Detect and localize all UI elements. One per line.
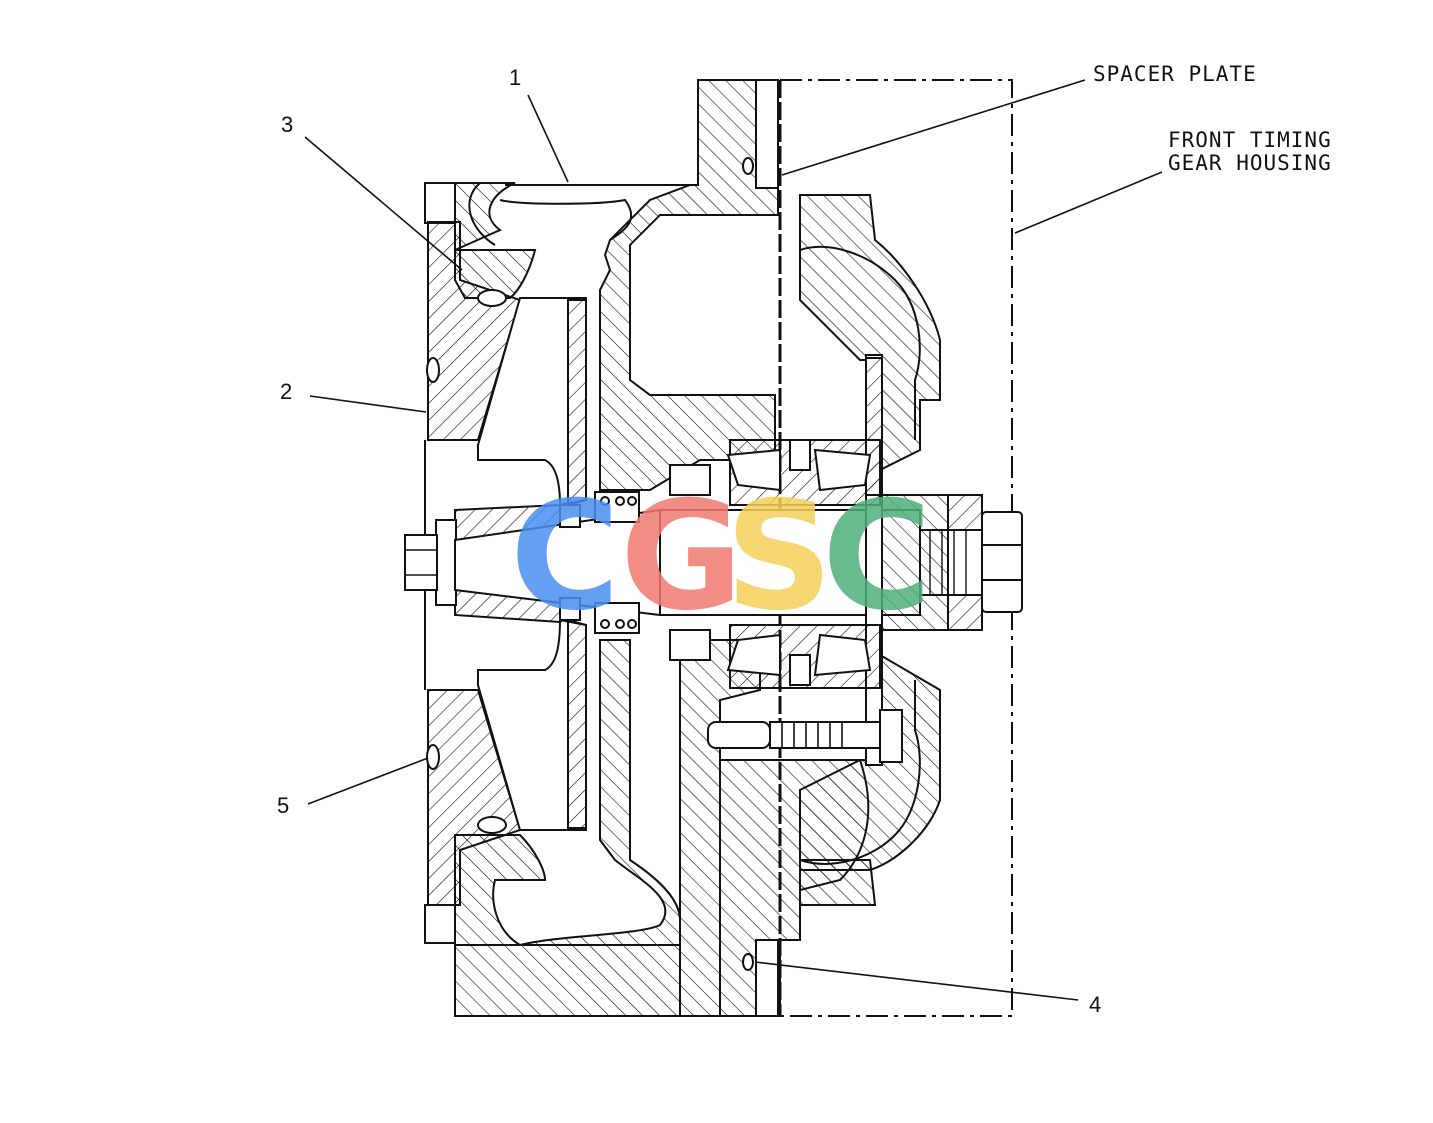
watermark-letter-3: S <box>725 470 833 644</box>
leader-lines <box>304 79 1163 1001</box>
watermark-logo: C G S C <box>510 470 932 644</box>
callout-5: 5 <box>277 793 289 818</box>
label-spacer-plate: SPACER PLATE <box>1093 62 1257 86</box>
callout-1: 1 <box>509 65 521 90</box>
callout-4: 4 <box>1089 992 1101 1017</box>
callout-3: 3 <box>281 112 293 137</box>
callout-2: 2 <box>280 379 292 404</box>
watermark-letter-2: G <box>620 470 743 644</box>
seal-assembly <box>559 491 640 634</box>
label-gear-housing: GEAR HOUSING <box>1168 151 1332 175</box>
spacer-plate <box>742 79 779 1017</box>
mounting-bolt <box>707 709 903 763</box>
watermark-letter-1: C <box>510 470 620 644</box>
roller-bearings <box>669 439 881 689</box>
watermark-letter-4: C <box>822 470 932 644</box>
label-front-timing: FRONT TIMING <box>1168 128 1332 152</box>
